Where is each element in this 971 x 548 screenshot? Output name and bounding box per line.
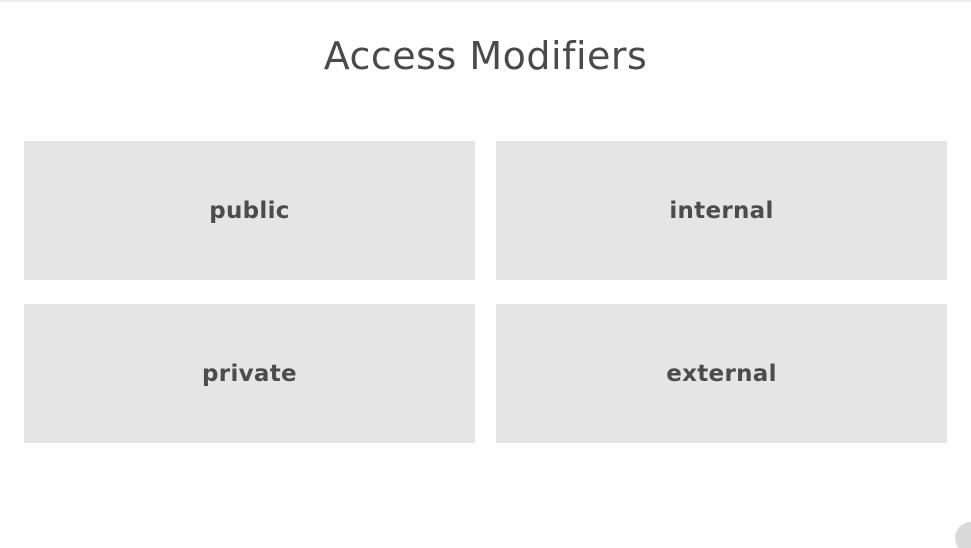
card-internal: internal	[496, 141, 947, 280]
card-external: external	[496, 304, 947, 443]
modifier-grid: public internal private external	[24, 141, 947, 443]
slide-title: Access Modifiers	[323, 34, 648, 78]
card-private: private	[24, 304, 475, 443]
top-divider	[0, 0, 971, 2]
card-label-public: public	[209, 197, 290, 224]
card-label-internal: internal	[669, 197, 774, 224]
card-public: public	[24, 141, 475, 280]
card-label-external: external	[666, 360, 777, 387]
corner-badge-icon[interactable]	[955, 522, 971, 548]
card-label-private: private	[202, 360, 297, 387]
